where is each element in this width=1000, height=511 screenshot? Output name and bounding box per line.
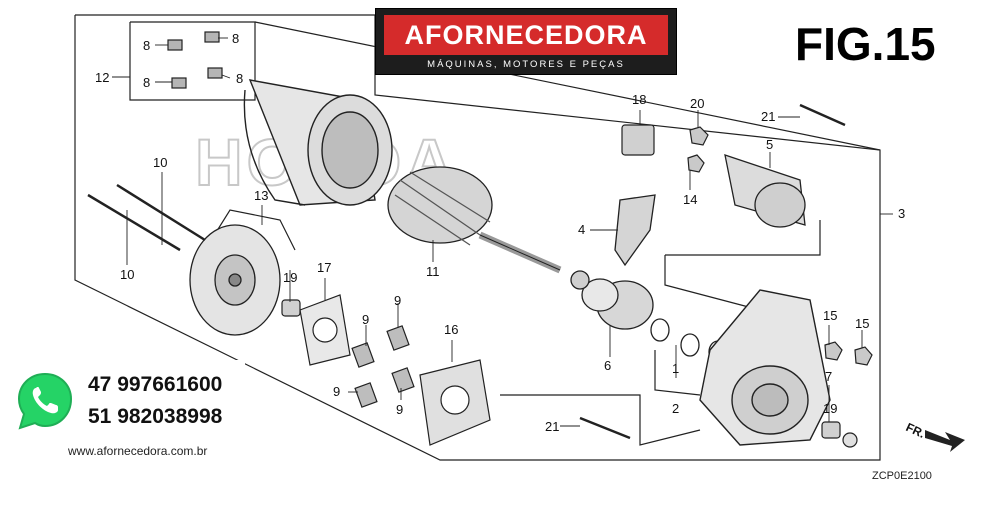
shift-lever xyxy=(614,194,656,267)
lower-box-line xyxy=(500,394,701,446)
callout-8: 8 xyxy=(236,71,243,86)
part-18 xyxy=(621,124,655,156)
solenoid xyxy=(724,154,806,228)
callout-13: 13 xyxy=(254,188,268,203)
front-housing xyxy=(699,289,831,446)
figure-label: FIG.15 xyxy=(795,18,936,70)
springs xyxy=(351,325,415,408)
callout-19: 19 xyxy=(283,270,297,285)
callout-21: 21 xyxy=(761,109,775,124)
callout-4: 4 xyxy=(578,222,585,237)
callout-9: 9 xyxy=(333,384,340,399)
brand-tagline: MÁQUINAS, MOTORES E PEÇAS xyxy=(427,59,625,70)
brush-springs xyxy=(167,31,223,89)
callout-15: 15 xyxy=(855,316,869,331)
callout-8: 8 xyxy=(143,38,150,53)
callout-2: 2 xyxy=(672,401,679,416)
brand-logo: AFORNECEDORA MÁQUINAS, MOTORES E PEÇAS xyxy=(375,8,677,75)
outer-frame xyxy=(75,14,881,461)
through-bolts xyxy=(87,183,206,252)
svg-text:FR.: FR. xyxy=(904,420,927,441)
brush-holder-plate xyxy=(299,294,351,366)
brush-holder xyxy=(419,359,491,446)
callout-8: 8 xyxy=(143,75,150,90)
callout-7: 7 xyxy=(825,369,832,384)
callout-6: 6 xyxy=(604,358,611,373)
callout-5: 5 xyxy=(766,137,773,152)
phone-number-2: 51 982038998 xyxy=(88,405,223,428)
bushings xyxy=(281,299,858,448)
bolts xyxy=(579,103,846,440)
callout-14: 14 xyxy=(683,192,697,207)
callout-9: 9 xyxy=(362,312,369,327)
callout-20: 20 xyxy=(690,96,704,111)
top-diag-line xyxy=(254,21,881,151)
pinion-gear xyxy=(570,270,654,330)
washer-bracket xyxy=(654,350,701,396)
callout-17: 17 xyxy=(317,260,331,275)
callout-10: 10 xyxy=(153,155,167,170)
callout-9: 9 xyxy=(394,293,401,308)
callout-15: 15 xyxy=(823,308,837,323)
leader-lines xyxy=(112,37,893,427)
solenoid-box-line xyxy=(665,220,821,256)
callout-21: 21 xyxy=(545,419,559,434)
callout-12: 12 xyxy=(95,70,109,85)
outer-frame-left xyxy=(74,15,490,461)
callout-3: 3 xyxy=(898,206,905,221)
callout-8: 8 xyxy=(232,31,239,46)
callout-labels: 8 8 8 8 12 10 10 13 19 11 17 16 9 9 9 9 … xyxy=(95,31,905,434)
brand-name: AFORNECEDORA xyxy=(384,15,668,55)
whatsapp-icon xyxy=(17,372,73,430)
nuts xyxy=(687,126,873,366)
callout-16: 16 xyxy=(444,322,458,337)
brush-group-box xyxy=(129,21,256,101)
callout-1: 1 xyxy=(672,361,679,376)
solenoid-box-line-2 xyxy=(664,255,761,311)
motor-yoke xyxy=(243,79,393,206)
website-link[interactable]: www.afornecedora.com.br xyxy=(68,444,208,458)
contact-block: 47 997661600 51 982038998 www.afornecedo… xyxy=(10,360,245,470)
phone-number-1: 47 997661600 xyxy=(88,373,223,396)
front-direction-arrow-icon: FR. xyxy=(904,420,965,452)
callout-9: 9 xyxy=(396,402,403,417)
armature xyxy=(387,166,562,274)
callout-19: 19 xyxy=(823,401,837,416)
diagram-reference-code: ZCP0E2100 xyxy=(872,470,932,482)
rear-cover xyxy=(189,224,281,336)
callout-18: 18 xyxy=(632,92,646,107)
callout-10: 10 xyxy=(120,267,134,282)
callout-11: 11 xyxy=(426,264,440,279)
